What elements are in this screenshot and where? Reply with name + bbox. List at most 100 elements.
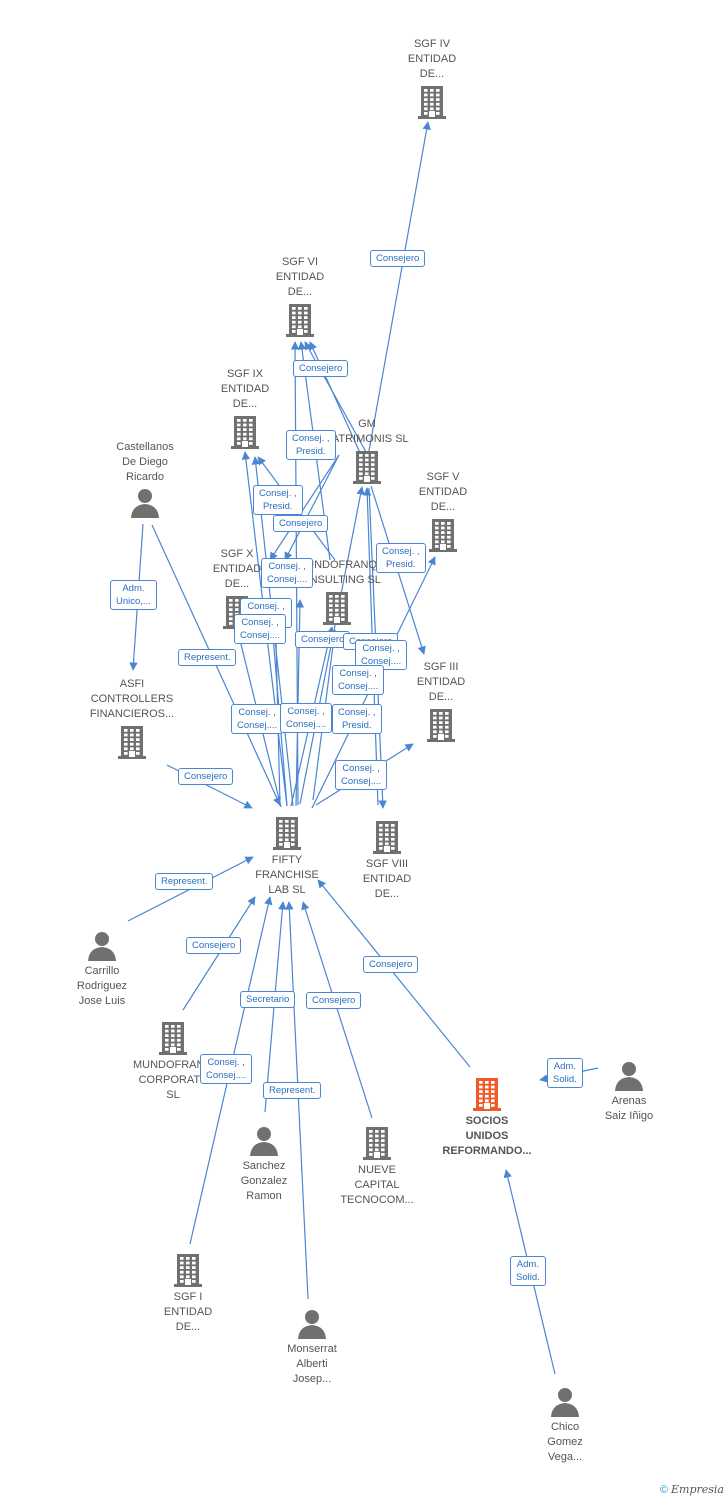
person-icon (250, 1127, 278, 1156)
node-label: Arenas Saiz Iñigo (604, 1095, 654, 1122)
node-socios[interactable]: SOCIOS UNIDOS REFORMANDO... (427, 1074, 547, 1159)
building-icon (159, 1022, 187, 1055)
building-icon-wrap (128, 1253, 248, 1287)
node-carrillo[interactable]: Carrillo Rodriguez Jose Luis (42, 928, 162, 1009)
node-nueve[interactable]: NUEVE CAPITAL TECNOCOM... (317, 1123, 437, 1208)
node-label: SGF X ENTIDAD DE... (212, 548, 262, 590)
node-label: SOCIOS UNIDOS REFORMANDO... (442, 1115, 532, 1157)
edge-label-e6[interactable]: Adm. Unico,... (110, 580, 157, 610)
edge-label-e4[interactable]: Consej. , Presid. (253, 485, 303, 515)
edge-label-e25[interactable]: Consejero (306, 992, 362, 1009)
building-icon-wrap (381, 708, 501, 742)
building-icon (427, 709, 455, 742)
copyright-footer: © Empresia (660, 1483, 724, 1496)
edge-label-e17[interactable]: Consej. , Presid. (332, 704, 382, 734)
building-icon-wrap (240, 303, 360, 337)
node-label: SGF I ENTIDAD DE... (163, 1291, 213, 1333)
edge-label-e20[interactable]: Consej. , Consej.... (335, 760, 388, 790)
person-icon-wrap (204, 1126, 324, 1156)
edge-label-e11[interactable]: Represent. (178, 649, 237, 666)
edge-label-e2[interactable]: Consejero (293, 360, 349, 377)
node-label: Chico Gomez Vega... (547, 1421, 583, 1463)
building-icon (273, 817, 301, 850)
edge-label-e27[interactable]: Consej. , Consej.... (200, 1054, 253, 1084)
edge-label-e22[interactable]: Consejero (186, 937, 242, 954)
edge-label-e3[interactable]: Consej. , Presid. (286, 430, 336, 460)
node-label: SGF IX ENTIDAD DE... (220, 368, 270, 410)
edge-label-e28[interactable]: Represent. (263, 1082, 322, 1099)
person-icon-wrap (252, 1309, 372, 1339)
building-icon (231, 416, 259, 449)
building-icon-wrap (72, 725, 192, 759)
node-label: FIFTY FRANCHISE LAB SL (255, 854, 319, 896)
edge-label-e7[interactable]: Consej. , Presid. (376, 543, 426, 573)
node-label: SGF VI ENTIDAD DE... (275, 256, 325, 298)
person-icon (298, 1310, 326, 1339)
node-label: Castellanos De Diego Ricardo (116, 441, 174, 483)
edge-label-e15[interactable]: Consej. , Consej.... (332, 665, 385, 695)
node-sgf8[interactable]: SGF VIII ENTIDAD DE... (327, 817, 447, 902)
edge-label-e26[interactable]: Adm. Solid. (547, 1058, 583, 1088)
edge-label-e10[interactable]: Consej. , Consej.... (234, 614, 287, 644)
building-icon-wrap (227, 816, 347, 850)
building-icon (118, 726, 146, 759)
node-mfcorp[interactable]: MUNDOFRANQ CORPORATE SL (113, 1018, 233, 1103)
node-chico[interactable]: Chico Gomez Vega... (505, 1384, 625, 1465)
node-label: SGF IV ENTIDAD DE... (407, 38, 457, 80)
building-icon (353, 451, 381, 484)
edge-label-e29[interactable]: Adm. Solid. (510, 1256, 546, 1286)
edge-label-e5[interactable]: Consejero (273, 515, 329, 532)
node-asfi[interactable]: ASFI CONTROLLERS FINANCIEROS... (72, 677, 192, 762)
node-label: SGF VIII ENTIDAD DE... (362, 858, 412, 900)
edge-label-e21[interactable]: Represent. (155, 873, 214, 890)
node-sanchez[interactable]: Sanchez Gonzalez Ramon (204, 1123, 324, 1204)
building-icon-wrap (327, 820, 447, 854)
building-icon-wrap (307, 450, 427, 484)
node-sgf6[interactable]: SGF VI ENTIDAD DE... (240, 255, 360, 340)
node-gm[interactable]: GM PATRIMONIS SL (307, 417, 427, 487)
edge-label-e24[interactable]: Secretario (240, 991, 296, 1008)
node-sgf5[interactable]: SGF V ENTIDAD DE... (383, 470, 503, 555)
building-icon-wrap (317, 1126, 437, 1160)
node-sgf9[interactable]: SGF IX ENTIDAD DE... (185, 367, 305, 452)
node-label: Sanchez Gonzalez Ramon (240, 1160, 288, 1202)
edge-label-e19[interactable]: Consej. , Consej.... (280, 703, 333, 733)
building-icon (473, 1078, 501, 1111)
node-label: SGF III ENTIDAD DE... (416, 661, 466, 703)
node-arenas[interactable]: Arenas Saiz Iñigo (569, 1058, 689, 1124)
node-monserrat[interactable]: Monserrat Alberti Josep... (252, 1306, 372, 1387)
edge-line (366, 121, 431, 463)
building-icon (373, 821, 401, 854)
node-label: NUEVE CAPITAL TECNOCOM... (340, 1164, 414, 1206)
node-label: MUNDOFRANQ CORPORATE SL (132, 1059, 214, 1101)
node-castellanos[interactable]: Castellanos De Diego Ricardo (85, 440, 205, 521)
copyright-symbol: © (659, 1484, 668, 1496)
edge-label-e23[interactable]: Consejero (363, 956, 419, 973)
node-sgf4[interactable]: SGF IV ENTIDAD DE... (372, 37, 492, 122)
edge-label-e12[interactable]: Consejero (295, 631, 351, 648)
building-icon (174, 1254, 202, 1287)
edge-label-e8[interactable]: Consej. , Consej.... (261, 558, 314, 588)
building-icon-wrap (185, 415, 305, 449)
node-label: SGF V ENTIDAD DE... (418, 471, 468, 513)
building-icon-wrap (383, 518, 503, 552)
node-sgf3[interactable]: SGF III ENTIDAD DE... (381, 660, 501, 745)
building-icon (286, 304, 314, 337)
building-icon (418, 86, 446, 119)
edge-label-e14[interactable]: Consej. , Consej.... (355, 640, 408, 670)
person-icon (615, 1062, 643, 1091)
person-icon (551, 1388, 579, 1417)
node-sgf1[interactable]: SGF I ENTIDAD DE... (128, 1250, 248, 1335)
edge-label-e18[interactable]: Consejero (178, 768, 234, 785)
edge-line (269, 454, 340, 561)
edge-line (301, 901, 373, 1119)
building-icon (323, 592, 351, 625)
edge-label-e16[interactable]: Consej. , Consej.... (231, 704, 284, 734)
node-fifty[interactable]: FIFTY FRANCHISE LAB SL (227, 813, 347, 898)
edge-label-e1[interactable]: Consejero (370, 250, 426, 267)
person-icon-wrap (505, 1387, 625, 1417)
brand-logo[interactable]: Empresia (671, 1483, 724, 1496)
node-label: ASFI CONTROLLERS FINANCIEROS... (89, 678, 175, 720)
person-icon (88, 932, 116, 961)
building-icon (363, 1127, 391, 1160)
